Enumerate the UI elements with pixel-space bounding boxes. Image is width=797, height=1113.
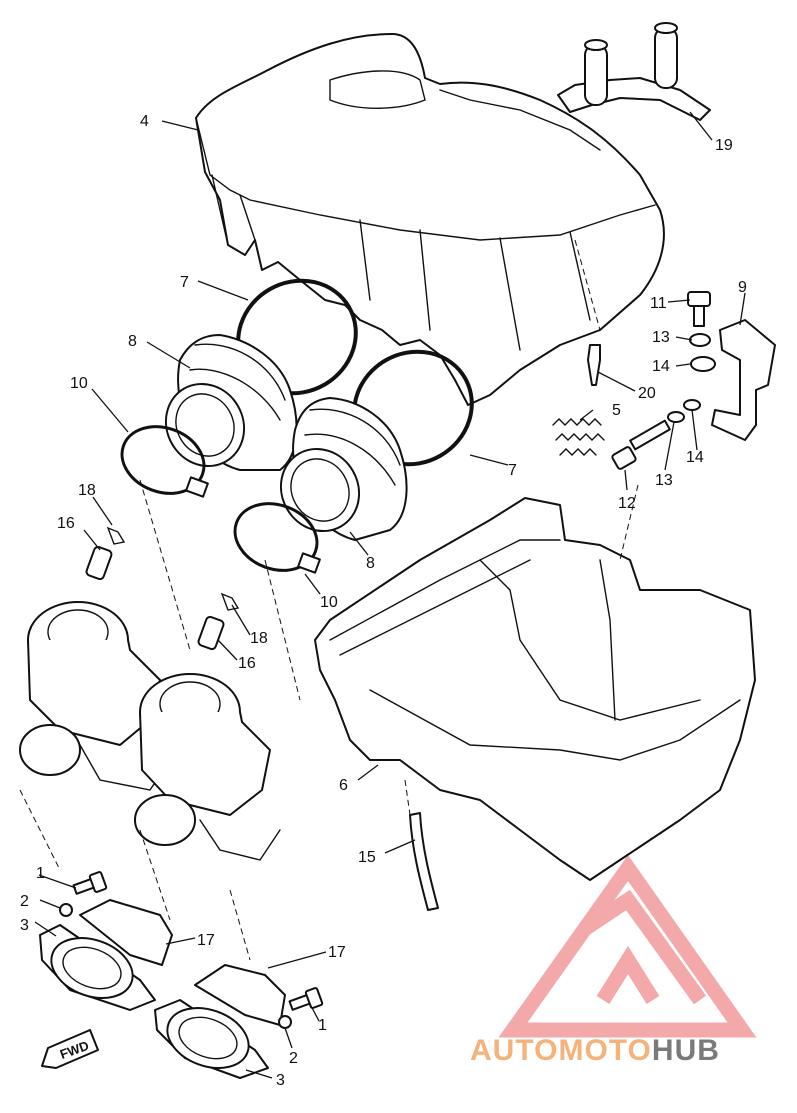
bolt-part-11 bbox=[687, 291, 711, 327]
bolt-part-1-right bbox=[288, 987, 324, 1011]
callout-15: 15 bbox=[358, 849, 376, 866]
hose-clamp-upper bbox=[120, 425, 209, 498]
manifold-left bbox=[39, 899, 173, 1011]
watermark-text-hub: HUB bbox=[652, 1034, 720, 1067]
rivet-part-20 bbox=[587, 344, 601, 386]
joint-upper bbox=[164, 334, 298, 471]
bracket-part-9 bbox=[711, 319, 776, 441]
callout-16: 16 bbox=[57, 515, 75, 532]
bracket-part-19 bbox=[557, 22, 711, 121]
watermark-text-main: AUTOMOTO bbox=[470, 1034, 652, 1067]
washer-part-2-left bbox=[59, 903, 73, 917]
callout-6: 6 bbox=[339, 777, 348, 794]
washer-part-13-lower bbox=[667, 411, 685, 423]
callout-1: 1 bbox=[36, 865, 45, 882]
cap-parts-16-18 bbox=[85, 526, 240, 651]
callout-18: 18 bbox=[250, 630, 268, 647]
callout-16: 16 bbox=[238, 655, 256, 672]
hose-clamp-lower bbox=[233, 502, 321, 574]
callout-1: 1 bbox=[318, 1017, 327, 1034]
fwd-arrow: FWD bbox=[41, 1029, 99, 1069]
callout-17: 17 bbox=[328, 944, 346, 961]
callout-14: 14 bbox=[686, 449, 704, 466]
callout-18: 18 bbox=[78, 482, 96, 499]
watermark-logo bbox=[498, 855, 757, 1038]
callout-13: 13 bbox=[652, 329, 670, 346]
callout-3: 3 bbox=[20, 917, 29, 934]
callout-labels: 4 19 7 7 8 8 10 10 9 11 13 13 14 14 20 5… bbox=[20, 113, 747, 1089]
washer-part-14-upper bbox=[690, 356, 716, 372]
callout-20: 20 bbox=[638, 385, 656, 402]
callout-8: 8 bbox=[128, 333, 137, 350]
callout-7: 7 bbox=[180, 274, 189, 291]
bolt-part-12 bbox=[611, 419, 671, 470]
watermark-inner-mark bbox=[578, 889, 707, 1005]
callout-14: 14 bbox=[652, 358, 670, 375]
callout-4: 4 bbox=[140, 113, 149, 130]
bolt-part-1-left bbox=[72, 871, 108, 895]
leader-lines bbox=[34, 111, 746, 1079]
watermark-triangle bbox=[498, 855, 757, 1038]
callout-19: 19 bbox=[715, 137, 733, 154]
callout-12: 12 bbox=[618, 495, 636, 512]
washer-part-2-right bbox=[278, 1015, 292, 1029]
callout-10: 10 bbox=[320, 594, 338, 611]
callout-2: 2 bbox=[289, 1050, 298, 1067]
callout-2: 2 bbox=[20, 893, 29, 910]
callout-5: 5 bbox=[612, 402, 621, 419]
drain-hose bbox=[409, 812, 439, 911]
callout-11: 11 bbox=[650, 295, 667, 312]
callout-9: 9 bbox=[738, 279, 747, 296]
washer-part-13-upper bbox=[689, 333, 711, 347]
manifold-right bbox=[154, 964, 286, 1079]
carburetor-left bbox=[19, 601, 171, 791]
joint-lower bbox=[279, 397, 408, 541]
springs bbox=[552, 418, 605, 456]
carburetor-right bbox=[134, 673, 281, 861]
watermark-text: AUTOMOTOHUB bbox=[470, 1034, 720, 1067]
callout-7: 7 bbox=[508, 462, 517, 479]
callout-10: 10 bbox=[70, 375, 88, 392]
callout-13: 13 bbox=[655, 472, 673, 489]
assembly-guide-lines bbox=[19, 239, 639, 961]
callout-3: 3 bbox=[276, 1072, 285, 1089]
washer-part-14-lower bbox=[683, 399, 701, 411]
callout-8: 8 bbox=[366, 555, 375, 572]
air-cleaner-case-lower bbox=[314, 497, 756, 881]
callout-17: 17 bbox=[197, 932, 215, 949]
air-cleaner-case bbox=[195, 33, 665, 406]
